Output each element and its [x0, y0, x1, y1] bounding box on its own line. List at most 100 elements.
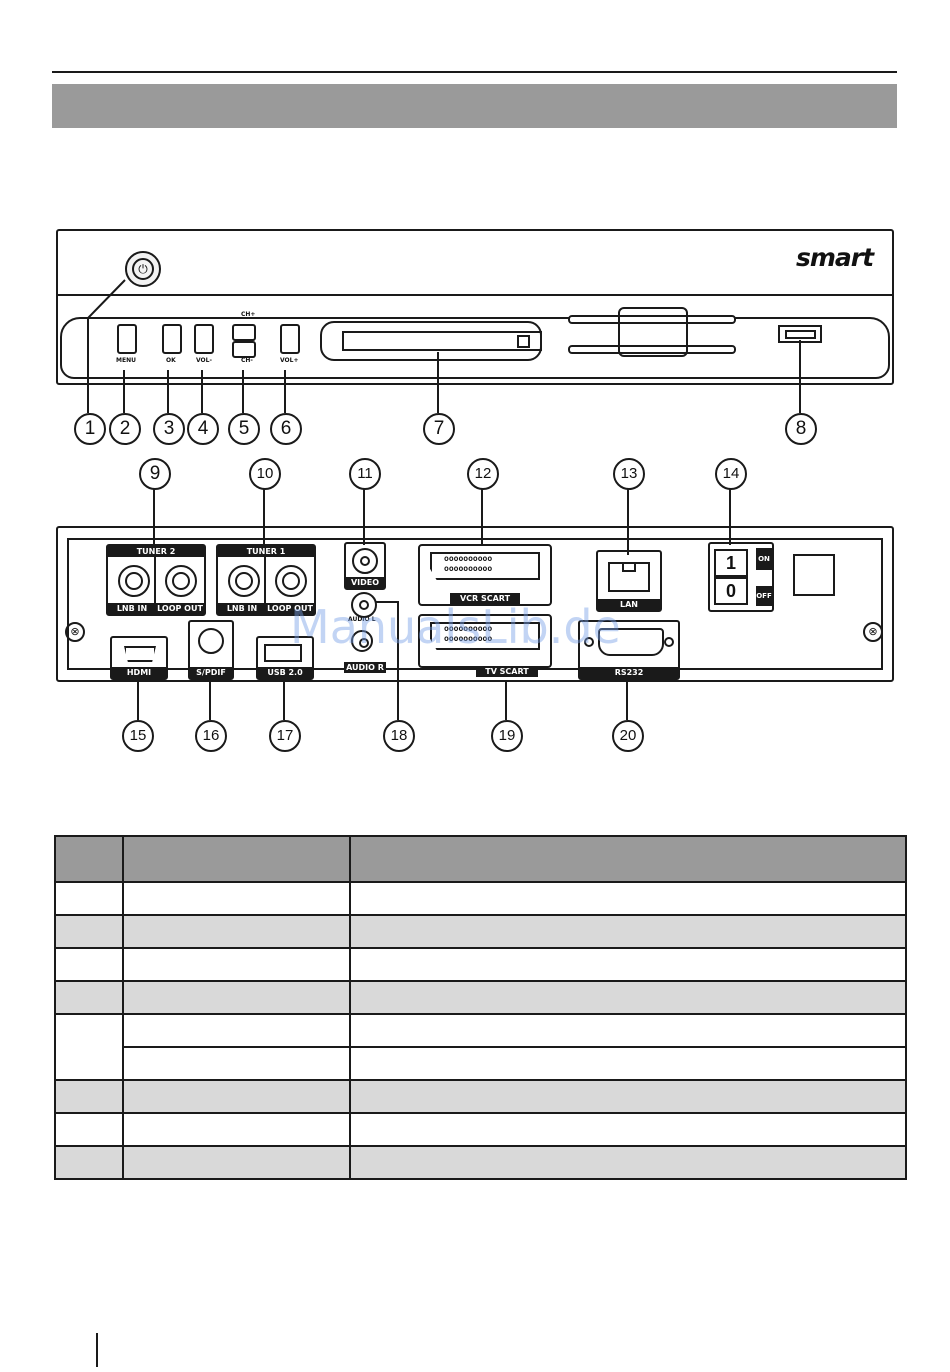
rear-usb-port	[264, 644, 302, 662]
video-rca-jack	[352, 548, 378, 574]
tuner2-loop-out-label: LOOP OUT	[156, 603, 204, 614]
table-row	[54, 947, 907, 982]
callout-2: 2	[109, 413, 141, 445]
callout-13: 13	[613, 458, 645, 490]
callout-5: 5	[228, 413, 260, 445]
switch-on-digit: 1	[714, 549, 748, 577]
callout-leader-lines	[87, 279, 801, 720]
spec-table	[54, 835, 907, 1180]
ch-plus-button	[232, 324, 256, 341]
fan-vent	[793, 554, 835, 596]
front-control-strip: MENU OK VOL- CH+ CH- VOL+	[60, 311, 890, 379]
power-icon: ⏻	[132, 258, 154, 280]
tuner1-block: TUNER 1 LNB IN LOOP OUT	[216, 544, 316, 616]
vol-plus-button	[280, 324, 300, 354]
callout-19: 19	[491, 720, 523, 752]
tuner1-lnb-in-label: LNB IN	[218, 603, 266, 614]
tuner1-loop-out-connector	[275, 565, 307, 597]
card-slot	[342, 331, 542, 351]
tuner1-loop-out-label: LOOP OUT	[266, 603, 314, 614]
menu-button	[117, 324, 137, 354]
power-switch-block: 1 0 ON OFF	[708, 542, 774, 612]
callout-10: 10	[249, 458, 281, 490]
table-row	[54, 1013, 907, 1081]
audio-l-rca-jack	[351, 592, 377, 618]
spdif-port	[198, 628, 224, 654]
callout-1: 1	[74, 413, 106, 445]
tuner2-lnb-in-label: LNB IN	[108, 603, 156, 614]
brand-logo: smart	[796, 243, 874, 272]
vol-minus-label: VOL-	[196, 357, 212, 364]
hdmi-block: HDMI	[110, 636, 168, 680]
ch-minus-button	[232, 341, 256, 358]
callout-3: 3	[153, 413, 185, 445]
display-window	[618, 307, 688, 357]
callout-7: 7	[423, 413, 455, 445]
switch-off-digit: 0	[714, 577, 748, 605]
table-row	[55, 1046, 907, 1081]
audio-l-label: AUDIO L	[348, 616, 376, 623]
table-row	[54, 1079, 907, 1114]
rs232-screw-hole	[664, 637, 674, 647]
tuner1-title: TUNER 1	[218, 546, 314, 557]
margin-rule	[96, 1333, 98, 1367]
watermark: ManualsLib.de	[290, 600, 621, 654]
hdmi-label: HDMI	[112, 667, 166, 678]
table-row	[54, 914, 907, 949]
rear-panel-diagram: ⊗ ⊗ TUNER 2 LNB IN LOOP OUT TUNER 1 LNB …	[56, 526, 894, 682]
usb-label: USB 2.0	[258, 667, 312, 678]
display-bar-bottom	[568, 345, 736, 354]
rs232-block: RS232	[578, 620, 680, 680]
video-label: VIDEO	[346, 577, 384, 588]
tuner2-block: TUNER 2 LNB IN LOOP OUT	[106, 544, 206, 616]
callout-17: 17	[269, 720, 301, 752]
section-title-bar	[52, 84, 897, 128]
rear-panel-inner	[67, 538, 883, 670]
table-row	[54, 980, 907, 1015]
power-button: ⏻	[125, 251, 161, 287]
display-bar-top	[568, 315, 736, 324]
table-row	[54, 881, 907, 916]
usb-block: USB 2.0	[256, 636, 314, 680]
card-slot-bezel	[320, 321, 542, 361]
menu-label: MENU	[116, 357, 136, 364]
callout-18: 18	[383, 720, 415, 752]
spdif-block: S/PDIF	[188, 620, 234, 680]
tuner2-lnb-in-connector	[118, 565, 150, 597]
tuner2-separator	[154, 557, 156, 603]
ch-plus-label: CH+	[241, 311, 256, 318]
rs232-label: RS232	[580, 667, 678, 678]
switch-on-label: ON	[756, 548, 772, 570]
vcr-scart-label: VCR SCART	[450, 593, 520, 604]
video-block: VIDEO	[344, 542, 386, 590]
rs232-screw-hole	[584, 637, 594, 647]
front-panel-diagram: ⏻ smart MENU OK VOL- CH+ CH- VOL+	[56, 229, 894, 385]
callout-16: 16	[195, 720, 227, 752]
tuner2-loop-out-connector	[165, 565, 197, 597]
spec-table-header	[54, 835, 907, 883]
table-row	[54, 1145, 907, 1180]
callout-9: 9	[139, 458, 171, 490]
tv-scart-label: TV SCART	[476, 666, 538, 677]
callout-14: 14	[715, 458, 747, 490]
table-row	[54, 1112, 907, 1147]
callout-12: 12	[467, 458, 499, 490]
spdif-label: S/PDIF	[190, 667, 232, 678]
tuner2-title: TUNER 2	[108, 546, 204, 557]
vol-minus-button	[194, 324, 214, 354]
screw-icon: ⊗	[65, 622, 85, 642]
callout-6: 6	[270, 413, 302, 445]
header-cell	[349, 835, 907, 883]
screw-icon: ⊗	[863, 622, 883, 642]
callout-11: 11	[349, 458, 381, 490]
front-panel-divider	[58, 294, 892, 296]
header-cell	[54, 835, 124, 883]
top-rule	[52, 71, 897, 73]
lan-port	[608, 562, 650, 592]
ok-label: OK	[166, 357, 176, 364]
callout-8: 8	[785, 413, 817, 445]
callout-20: 20	[612, 720, 644, 752]
